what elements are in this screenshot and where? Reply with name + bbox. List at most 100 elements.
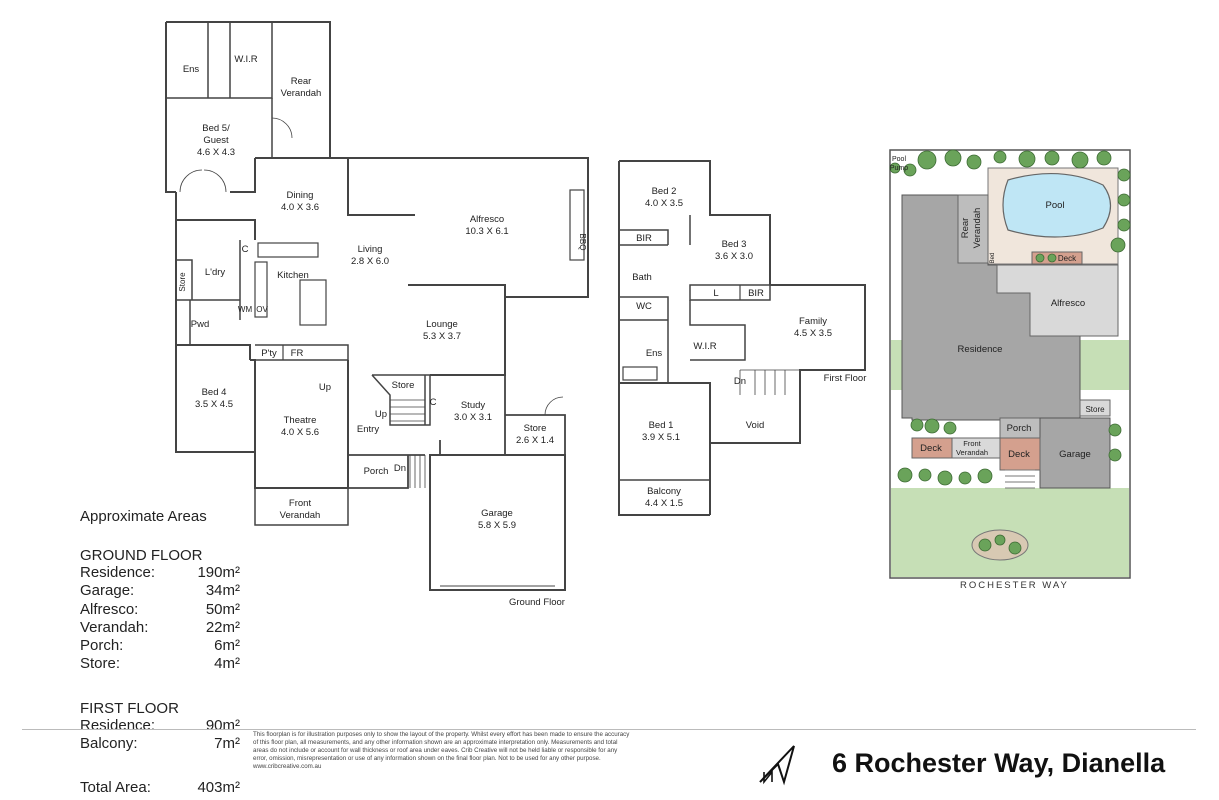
gf-washing-machine-label: WM [238,305,253,314]
ff-bath-label: Bath [632,272,652,283]
gf-lounge-dim: 5.3 X 3.7 [423,331,461,342]
ground-floor-heading: GROUND FLOOR [80,547,203,564]
gf-ens-label: Ens [183,64,200,75]
ff-down-label: Dn [734,376,746,387]
area-row: Residence:190m² [80,564,240,582]
gf-kitchen-label: Kitchen [277,270,309,281]
north-arrow-icon [759,745,795,786]
areas-title: Approximate Areas [80,508,207,525]
site-garage-roof [1039,417,1111,489]
area-label: Store: [80,655,121,673]
ff-bed3-dim: 3.6 X 3.0 [715,251,753,262]
site-rear-verandah-label-2: Verandah [972,208,983,249]
site-pool-pump-label: Pool [892,156,906,163]
gf-up-label-2: Up [375,409,387,420]
site-front-verandah-label-2: Verandah [956,448,988,457]
area-value: 6m² [214,637,240,655]
area-value: 50m² [205,600,240,618]
ff-wc-label: WC [636,301,652,312]
gf-alfresco-dim: 10.3 X 6.1 [465,226,508,237]
disclaimer-text: This floorplan is for illustration purpo… [253,731,630,770]
ff-bed2-dim: 4.0 X 3.5 [645,198,683,209]
ground-floor-caption: Ground Floor [509,597,565,608]
gf-cupboard-label: C [242,244,249,255]
area-value: 7m² [214,735,240,753]
total-area-row: Total Area: 403m² [80,779,240,797]
area-value: 34m² [205,582,240,600]
area-row: Residence: 90m² [80,717,240,735]
gf-living-label: Living [358,244,383,255]
site-deck-pool-label: Deck [1058,254,1077,263]
site-rear-verandah-label: Rear [960,218,971,239]
approximate-areas-panel: Approximate Areas GROUND FLOOR Residence… [80,508,240,798]
ground-floor-area-rows: Residence:190m² Garage: 34m² Alfresco: 50m… [80,564,240,674]
ff-bed1-label: Bed 1 [649,420,674,431]
site-store-label: Store [1085,405,1105,414]
area-label: Porch: [80,637,124,655]
area-label: Alfresco: [80,600,139,618]
gf-down-label: Dn [394,463,406,474]
gf-bed4-dim: 3.5 X 4.5 [195,399,233,410]
gf-oven-label: OV [256,305,268,314]
area-row: Balcony:7m² [80,735,240,753]
gf-theatre-label: Theatre [284,415,317,426]
footer-divider [22,729,1196,730]
area-row: Garage: 34m² [80,582,240,600]
ff-bir-label-2: BIR [748,288,764,299]
gf-bed5-dim: 4.6 X 4.3 [197,147,235,158]
gf-rear-verandah-label-2: Verandah [281,88,322,99]
ff-bed3-label: Bed 3 [722,239,747,250]
area-row: Alfresco: 50m² [80,601,240,619]
gf-store-mid-label: Store [392,380,415,391]
area-row: Porch: 6m² [80,637,240,655]
total-area-label: Total Area: [80,779,151,797]
site-pool-label: Pool [1045,200,1064,211]
property-address-title: 6 Rochester Way, Dianella [832,748,1166,778]
ff-balcony-dim: 4.4 X 1.5 [645,498,683,509]
first-floor-caption: First Floor [824,373,867,384]
area-label: Residence: [80,716,156,734]
ff-bir-label: BIR [636,233,652,244]
gf-wir-label: W.I.R [234,54,257,65]
gf-rear-verandah-label: Rear [291,76,312,87]
total-area-value: 403m² [197,779,240,797]
site-pool-pump-label-2: Pump [890,165,908,172]
gf-study-label: Study [461,400,486,411]
road-name-label: ROCHESTER WAY [960,580,1069,591]
area-value: 90m² [205,716,240,734]
gf-pantry-label: P'ty [261,348,277,359]
area-label: Garage: [80,582,135,600]
gf-bed4-label: Bed 4 [202,387,227,398]
area-row: Verandah:22m² [80,619,240,637]
gf-front-verandah-label-2: Verandah [280,510,321,521]
site-deck-mid-label: Deck [1008,449,1030,460]
site-pool-water [1002,173,1112,238]
area-value: 4m² [214,655,240,673]
first-floor-heading: FIRST FLOOR [80,699,179,717]
gf-store-right-dim: 2.6 X 1.4 [516,435,554,446]
gf-store-side-label: Store [178,272,187,292]
ff-family-dim: 4.5 X 3.5 [794,328,832,339]
area-label: Residence: [80,564,156,581]
ff-bed1-dim: 3.9 X 5.1 [642,432,680,443]
area-label: Verandah: [80,618,149,636]
gf-theatre-dim: 4.0 X 5.6 [281,427,319,438]
gf-bed5-label-2: Guest [203,135,229,146]
gf-garage-dim: 5.8 X 5.9 [478,520,516,531]
gf-alfresco-label: Alfresco [470,214,504,225]
site-front-verandah-label: Front [963,439,981,448]
site-garage-label: Garage [1059,449,1091,460]
ff-wir-label: W.I.R [693,341,716,352]
gf-porch-label: Porch [364,466,389,477]
site-alfresco-label: Alfresco [1051,298,1085,309]
site-plan [889,149,1131,579]
gf-fridge-label: FR [291,348,304,359]
gf-dining-dim: 4.0 X 3.6 [281,202,319,213]
gf-cupboard-label-2: C [430,397,437,408]
gf-entry-label: Entry [357,424,379,435]
site-bed-label: Bed [990,253,996,264]
gf-dining-label: Dining [287,190,314,201]
area-row: Store: 4m² [80,655,240,673]
gf-powder-label: Pwd [191,319,209,330]
